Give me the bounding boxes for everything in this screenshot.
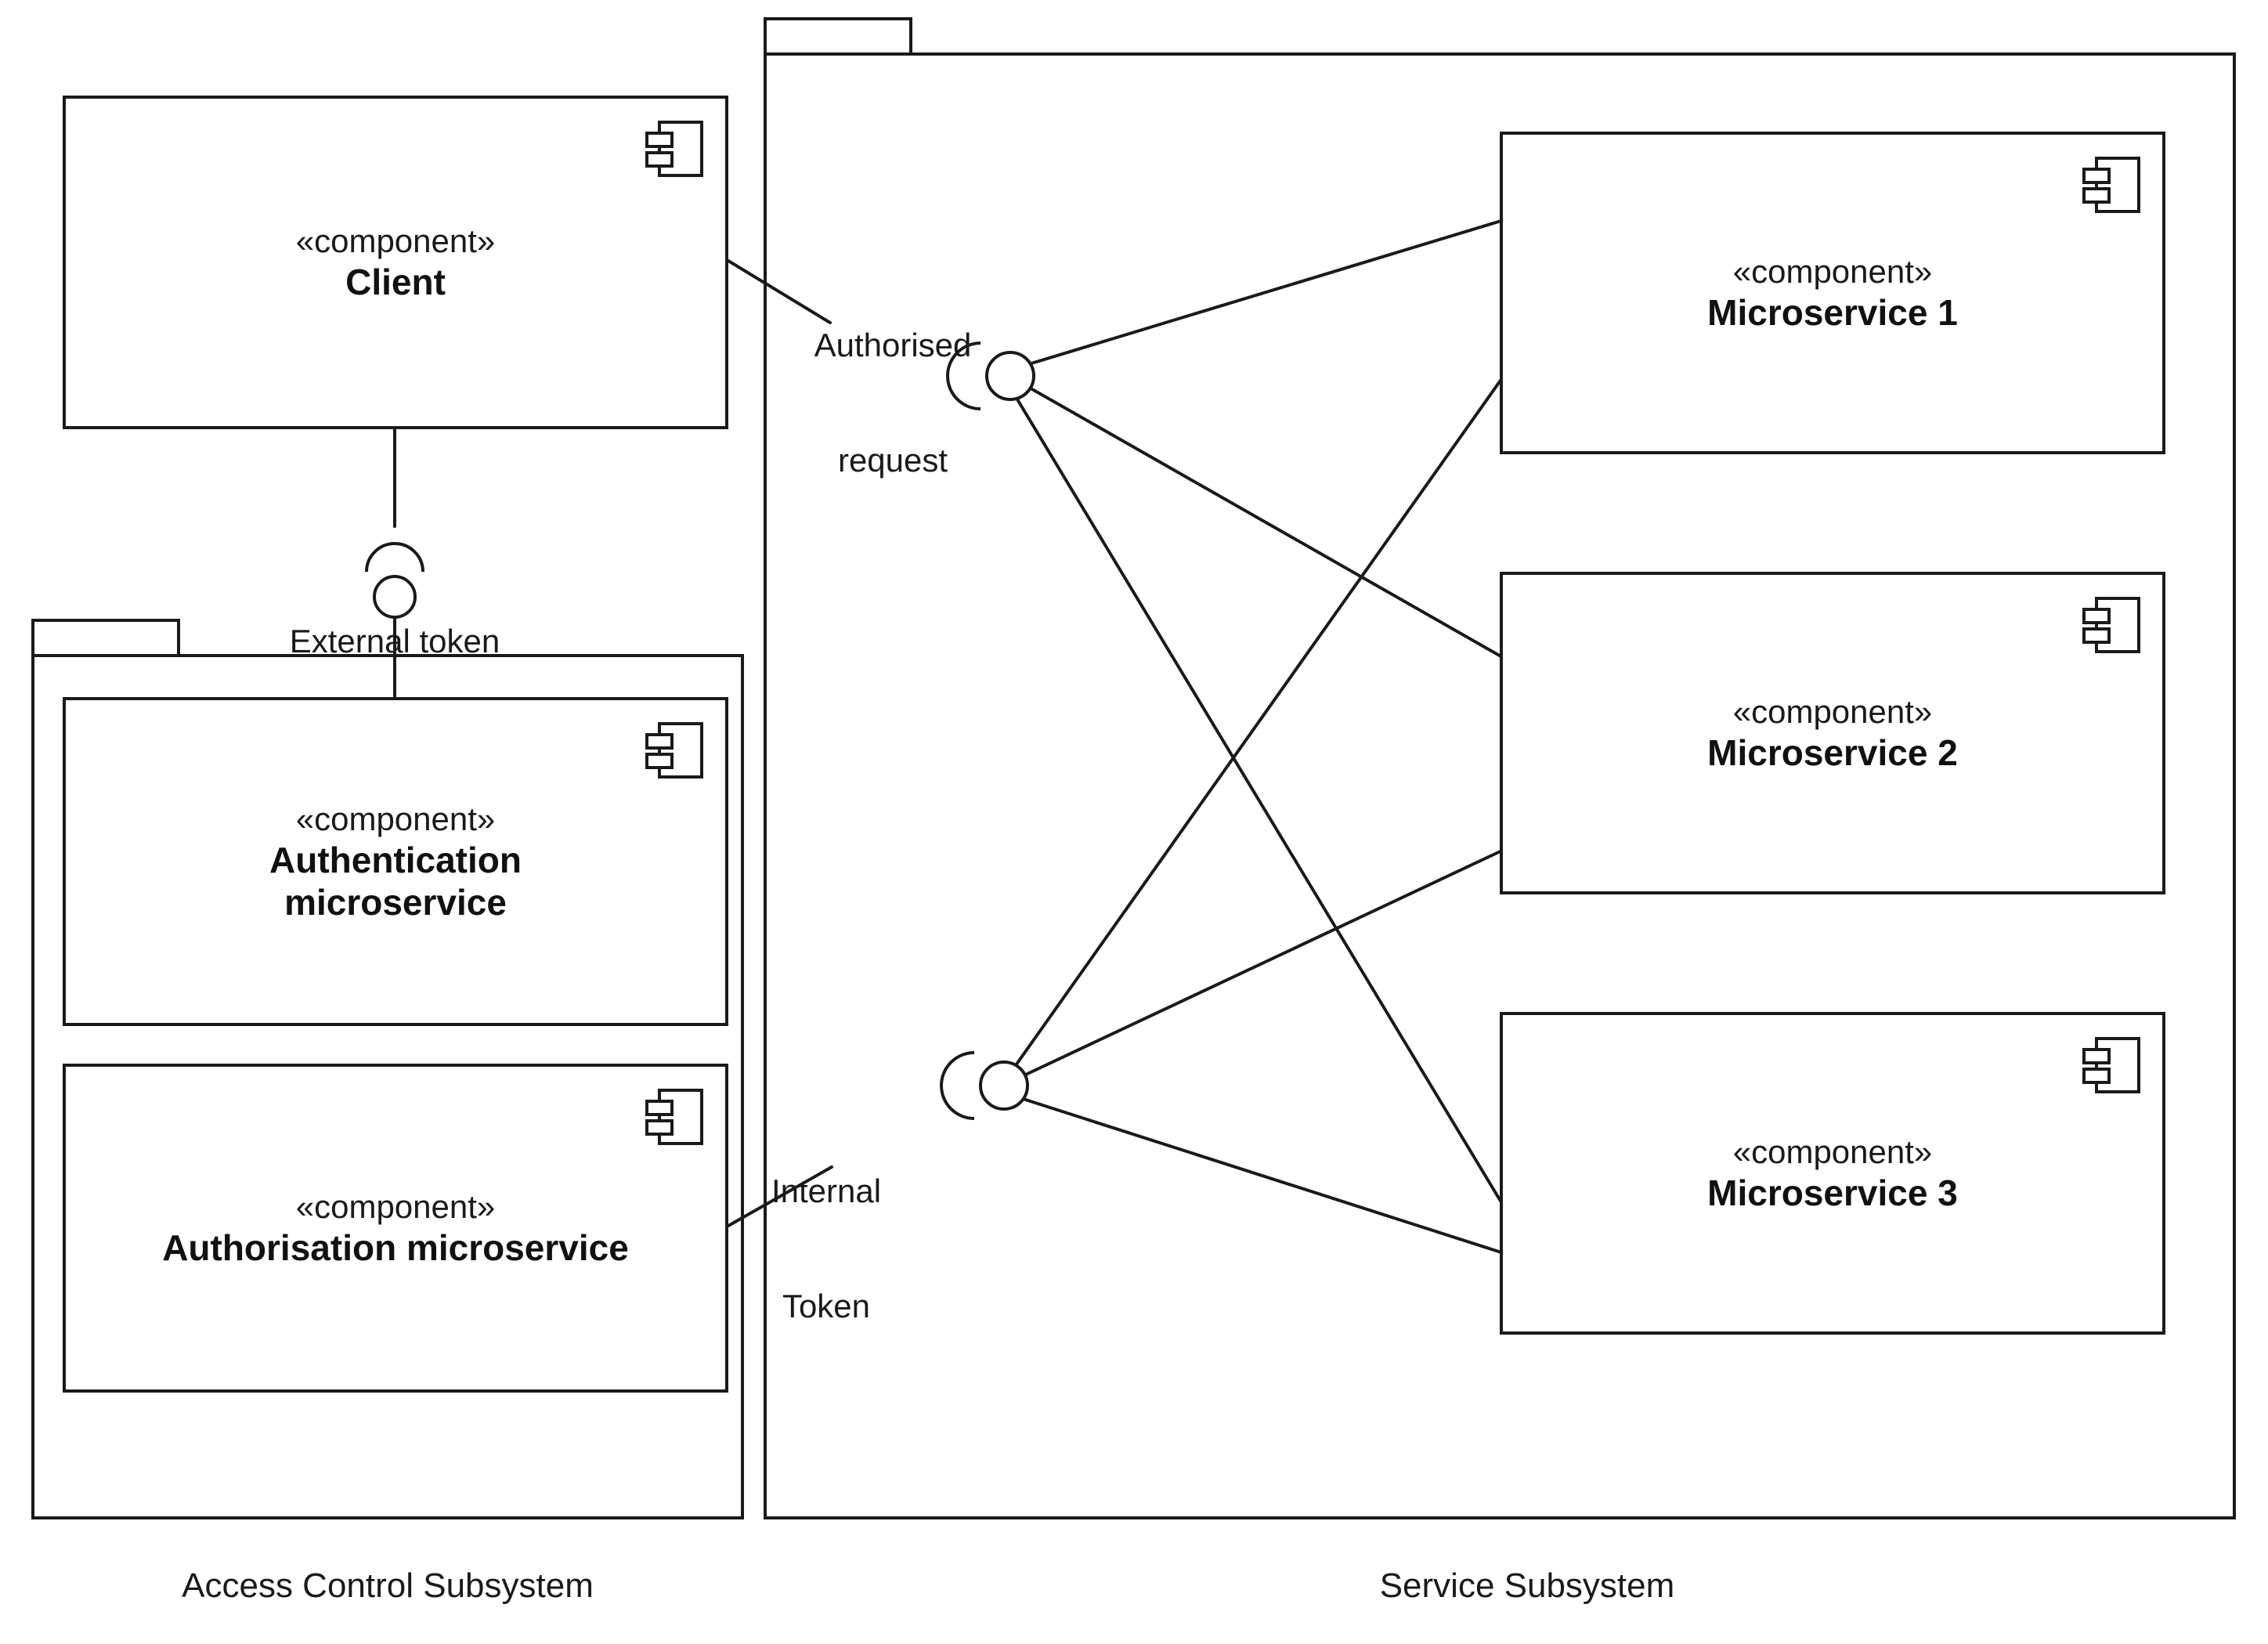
package-access-control [31,654,744,1519]
component-icon [645,1089,703,1145]
interface-internal-token-label-line1: Internal [771,1172,882,1210]
component-microservice-3[interactable]: «component» Microservice 3 [1500,1012,2165,1335]
component-microservice-3-stereotype: «component» [1732,1133,1933,1171]
component-client-name: Client [345,261,446,302]
component-icon [2082,597,2140,653]
component-icon [2082,1037,2140,1093]
component-microservice-1-stereotype: «component» [1732,253,1933,291]
component-microservice-1-name: Microservice 1 [1707,291,1958,333]
component-authorisation-stereotype: «component» [295,1188,496,1226]
component-icon [645,121,703,177]
package-tab-access-control [31,619,180,656]
component-authentication-name: Authentication [269,839,522,880]
component-authentication-stereotype: «component» [295,800,496,837]
component-authorisation-name: Authorisation microservice [162,1227,629,1268]
component-authentication-name-line2: microservice [284,881,507,923]
component-authorisation-microservice[interactable]: «component» Authorisation microservice [63,1064,728,1393]
package-service [764,52,2236,1519]
package-tab-service [764,17,912,55]
component-microservice-2[interactable]: «component» Microservice 2 [1500,572,2165,894]
package-caption-access-control: Access Control Subsystem [182,1566,594,1605]
component-microservice-2-name: Microservice 2 [1707,732,1958,773]
interface-external-token-label: External token [289,623,500,659]
component-authentication-microservice[interactable]: «component» Authentication microservice [63,697,728,1026]
interface-authorised-request-symbol[interactable] [924,305,1065,446]
interface-authorised-request-label-line2: request [837,441,948,479]
package-caption-service: Service Subsystem [1379,1566,1675,1605]
interface-internal-token-label-line2: Token [782,1287,871,1324]
component-microservice-3-name: Microservice 3 [1707,1172,1958,1213]
interface-authorised-request-label-line1: Authorised [814,327,972,364]
interface-internal-token-symbol[interactable] [918,1015,1059,1156]
component-icon [645,722,703,779]
component-icon [2082,157,2140,213]
interface-authorised-request-label: Authorised request [736,251,1049,556]
interface-internal-token-label: Internal Token [709,1097,944,1402]
component-client-stereotype: «component» [295,222,496,260]
component-microservice-2-stereotype: «component» [1732,693,1933,731]
interface-external-token-symbol[interactable] [324,501,465,627]
component-client[interactable]: «component» Client [63,96,728,429]
component-microservice-1[interactable]: «component» Microservice 1 [1500,132,2165,454]
